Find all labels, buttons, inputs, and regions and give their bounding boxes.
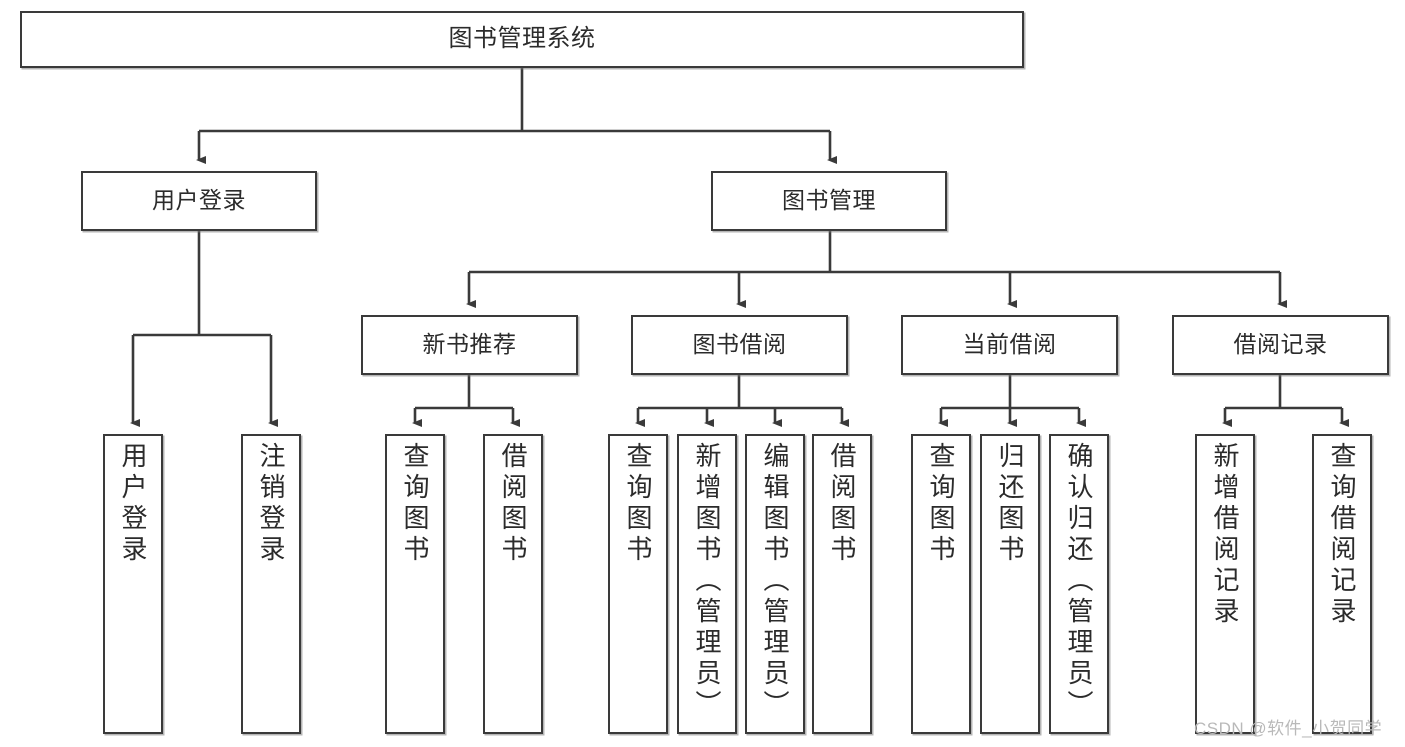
node-leaf-confirm-return-admin[interactable]: 确认归还（管理员） [1049,434,1109,734]
node-leaf-return-book[interactable]: 归还图书 [980,434,1040,734]
node-leaf-borrow-book-recommend[interactable]: 借阅图书 [483,434,543,734]
node-label: 借阅图书 [498,442,528,566]
node-label: 归还图书 [995,442,1025,566]
node-label: 当前借阅 [962,331,1057,358]
node-leaf-query-book-current[interactable]: 查询图书 [911,434,971,734]
node-leaf-edit-book-admin[interactable]: 编辑图书（管理员） [745,434,805,734]
node-leaf-query-book-borrow[interactable]: 查询图书 [608,434,668,734]
node-user-login[interactable]: 用户登录 [81,171,317,231]
node-root-system[interactable]: 图书管理系统 [20,11,1024,68]
node-label: 查询借阅记录 [1327,442,1357,628]
node-label: 图书管理 [782,187,876,214]
node-leaf-query-book-recommend[interactable]: 查询图书 [385,434,445,734]
node-label: 图书借阅 [692,331,787,358]
node-leaf-user-login[interactable]: 用户登录 [103,434,163,734]
node-leaf-query-borrow-record[interactable]: 查询借阅记录 [1312,434,1372,734]
node-leaf-add-book-admin[interactable]: 新增图书（管理员） [677,434,737,734]
node-label: 新书推荐 [422,331,517,358]
node-book-borrow[interactable]: 图书借阅 [631,315,848,375]
node-label: 编辑图书（管理员） [760,442,790,721]
node-label: 借阅记录 [1233,331,1328,358]
node-label: 查询图书 [400,442,430,566]
node-leaf-borrow-book[interactable]: 借阅图书 [812,434,872,734]
node-label: 确认归还（管理员） [1064,442,1094,721]
node-leaf-add-borrow-record[interactable]: 新增借阅记录 [1195,434,1255,734]
node-new-book-recommend[interactable]: 新书推荐 [361,315,578,375]
watermark-text: CSDN @软件_小贺同学 [1194,719,1383,738]
node-book-management[interactable]: 图书管理 [711,171,947,231]
node-label: 新增借阅记录 [1210,442,1240,628]
node-label: 注销登录 [256,442,286,566]
node-label: 新增图书（管理员） [692,442,722,721]
node-label: 用户登录 [152,187,246,214]
node-borrow-record[interactable]: 借阅记录 [1172,315,1389,375]
node-label: 查询图书 [623,442,653,566]
node-leaf-user-logout[interactable]: 注销登录 [241,434,301,734]
node-label: 用户登录 [118,442,148,566]
node-label: 借阅图书 [827,442,857,566]
node-current-borrow[interactable]: 当前借阅 [901,315,1118,375]
node-label: 查询图书 [926,442,956,566]
node-label: 图书管理系统 [448,25,596,53]
